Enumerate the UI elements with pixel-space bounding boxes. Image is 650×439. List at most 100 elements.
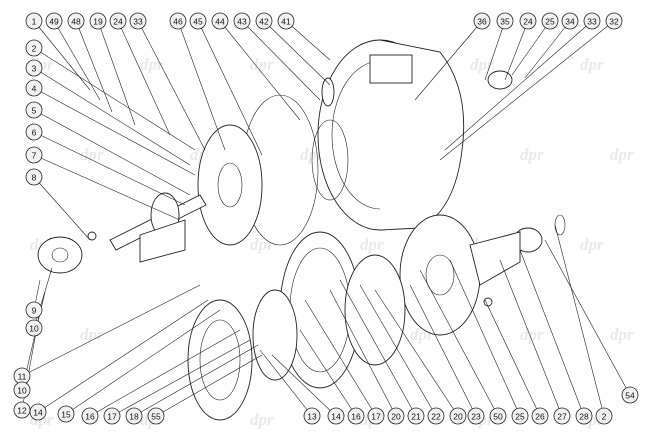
bearing-disc-hub <box>217 162 243 208</box>
leader-line <box>97 20 136 126</box>
callout-bubble <box>387 407 405 425</box>
callout-bubble <box>367 407 385 425</box>
callout-number: 6 <box>32 128 37 138</box>
watermark-logo: dpr <box>80 145 104 164</box>
callout-2: 2 <box>25 39 43 57</box>
callout-number: 24 <box>113 17 123 27</box>
leader-line <box>299 329 357 417</box>
callout-number: 19 <box>93 17 103 27</box>
watermark-logo: dpr <box>250 235 274 254</box>
callout-number: 10 <box>17 386 27 396</box>
callout-45: 45 <box>189 12 207 30</box>
leader-line <box>219 20 301 121</box>
callout-bubble <box>595 407 613 425</box>
cover-lug <box>469 231 521 286</box>
callout-2: 2 <box>595 407 613 425</box>
callout-8: 8 <box>25 168 43 186</box>
callout-bubble <box>553 407 571 425</box>
callout-bubble <box>427 407 445 425</box>
callout-15: 15 <box>57 405 75 423</box>
leader-line <box>21 284 201 377</box>
callout-bubble <box>25 319 43 337</box>
callout-1: 1 <box>25 12 43 30</box>
leader-line <box>504 20 529 81</box>
leader-line <box>414 20 483 101</box>
watermark-logo: dpr <box>520 325 544 344</box>
callout-number: 41 <box>281 17 291 27</box>
callout-number: 7 <box>32 151 37 161</box>
callout-bubble <box>407 407 425 425</box>
callout-number: 27 <box>557 412 567 422</box>
leader-line <box>271 354 337 417</box>
callout-19: 19 <box>89 12 107 30</box>
leader-line <box>75 20 113 113</box>
callout-bubble <box>25 301 43 319</box>
bearing-disc <box>197 124 263 246</box>
leader-line <box>33 154 181 221</box>
leader-line <box>53 20 101 101</box>
leader-line <box>33 67 191 166</box>
leader-line <box>409 284 477 417</box>
callout-bubble <box>561 12 579 30</box>
parts-drawing <box>37 39 566 421</box>
valve-stem <box>321 77 335 107</box>
callout-number: 32 <box>609 17 619 27</box>
callout-bubble <box>605 12 623 30</box>
callout-number: 54 <box>625 391 635 401</box>
leader-line <box>554 224 605 417</box>
callout-46: 46 <box>169 12 187 30</box>
callout-17: 17 <box>367 407 385 425</box>
callout-17: 17 <box>103 407 121 425</box>
leader-line <box>33 131 186 206</box>
callout-number: 2 <box>602 412 607 422</box>
callout-number: 17 <box>371 412 381 422</box>
callout-33: 33 <box>583 12 601 30</box>
housing-cup <box>344 254 406 366</box>
callout-22: 22 <box>427 407 445 425</box>
watermark-logo: dpr <box>360 235 384 254</box>
callout-number: 43 <box>237 17 247 27</box>
callout-number: 25 <box>515 412 525 422</box>
callout-number: 55 <box>151 412 161 422</box>
callout-number: 35 <box>500 17 510 27</box>
end-cap-hub <box>51 247 69 263</box>
callout-bubble <box>233 12 251 30</box>
callout-bubble <box>473 12 491 30</box>
callout-number: 18 <box>129 412 139 422</box>
drum-inner <box>199 319 241 401</box>
callout-bubble <box>467 407 485 425</box>
callout-bubble <box>575 407 593 425</box>
callout-25: 25 <box>541 12 559 30</box>
callout-3: 3 <box>25 59 43 77</box>
callout-36: 36 <box>473 12 491 30</box>
leader-line <box>263 20 331 86</box>
leader-line <box>197 20 263 156</box>
callout-7: 7 <box>25 146 43 164</box>
callout-27: 27 <box>553 407 571 425</box>
callout-number: 33 <box>133 17 143 27</box>
callout-bubble <box>147 407 165 425</box>
callout-bubble <box>25 79 43 97</box>
leader-lines <box>21 20 631 417</box>
callout-14: 14 <box>327 407 345 425</box>
callout-bubble <box>621 386 639 404</box>
callout-bubble <box>511 407 529 425</box>
callout-bubble <box>25 101 43 119</box>
callout-number: 16 <box>351 412 361 422</box>
callout-13: 13 <box>303 407 321 425</box>
callout-number: 25 <box>545 17 555 27</box>
callout-number: 50 <box>493 412 503 422</box>
callout-number: 2 <box>32 44 37 54</box>
leader-line <box>133 344 259 417</box>
cover-plate <box>399 214 481 336</box>
callout-4: 4 <box>25 79 43 97</box>
callout-number: 36 <box>477 17 487 27</box>
leader-line <box>111 339 251 417</box>
callout-48: 48 <box>67 12 85 30</box>
small-bearing-upper <box>487 70 513 90</box>
callout-18: 18 <box>125 407 143 425</box>
leader-line <box>33 20 91 91</box>
callout-23: 23 <box>467 407 485 425</box>
leader-line <box>524 20 571 79</box>
leader-line <box>444 20 593 151</box>
